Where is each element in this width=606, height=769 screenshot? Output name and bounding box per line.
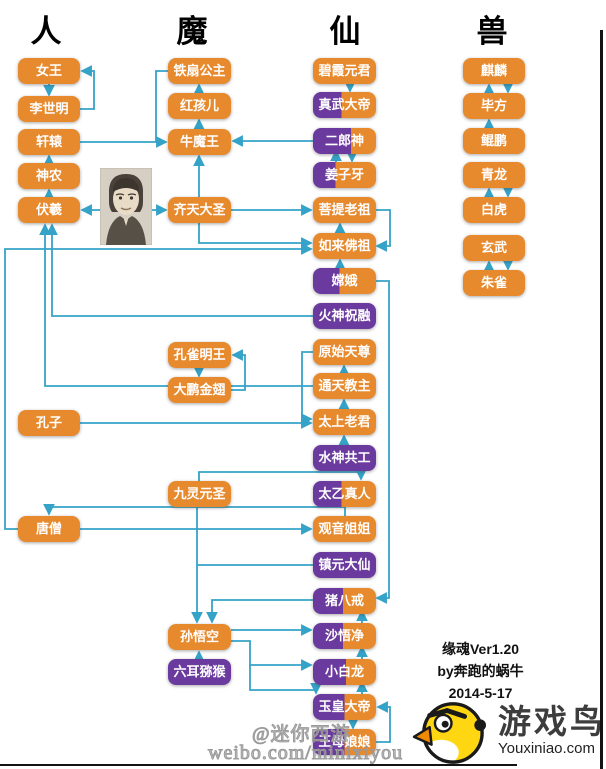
bird-icon	[412, 702, 486, 764]
edge-lishiming-nvwang	[80, 65, 95, 110]
column-header-human: 人	[30, 14, 62, 49]
version-annotation: 缘魂Ver1.20 by奔跑的蜗牛 2014-5-17	[408, 638, 553, 704]
column-header-beast: 兽	[476, 14, 508, 49]
author-label: by奔跑的蜗牛	[437, 663, 524, 679]
edge-tangseng-rulaifozu	[4, 243, 313, 530]
edge-qitiandasheng-rulaifozu	[198, 223, 313, 249]
edge-change-zhubajie	[375, 280, 390, 604]
edge-huoshenzhurong-fuxi	[46, 223, 313, 317]
edge-dapengjinchi-kongquemingwang	[231, 349, 246, 391]
column-header-demon: 魔	[176, 14, 208, 49]
youxiniao-logo: 游戏鸟 Youxiniao.com	[412, 696, 606, 766]
portrait-photo	[100, 168, 152, 245]
column-header-immortal: 仙	[329, 14, 361, 49]
edge-sunwukong-xiaobailong	[231, 640, 313, 671]
edge-tieshangongzhu-niumowang	[155, 70, 168, 142]
edge-zhubajie-sunwukong	[206, 599, 313, 624]
logo-domain: Youxiniao.com	[498, 740, 596, 757]
edge-putilaozu-rulaifozu	[375, 209, 391, 252]
version-label: 缘魂Ver1.20	[441, 641, 520, 657]
edge-wangmuniangniang-yuhuangdadi	[376, 701, 391, 743]
frame-bottom-line	[0, 764, 517, 766]
edge-sunwukong-yuhuangdadi	[249, 665, 322, 695]
frame-right-bar	[600, 30, 603, 769]
logo-title: 游戏鸟	[498, 703, 606, 740]
watermark-weibo-url: weibo.com/minixiyou	[207, 742, 404, 765]
date-label: 2014-5-17	[448, 685, 513, 701]
edge-yuanshitianzun-taishanglaojun	[301, 351, 313, 425]
edge-jiulingyuansheng-taiyizhenren	[198, 469, 367, 481]
